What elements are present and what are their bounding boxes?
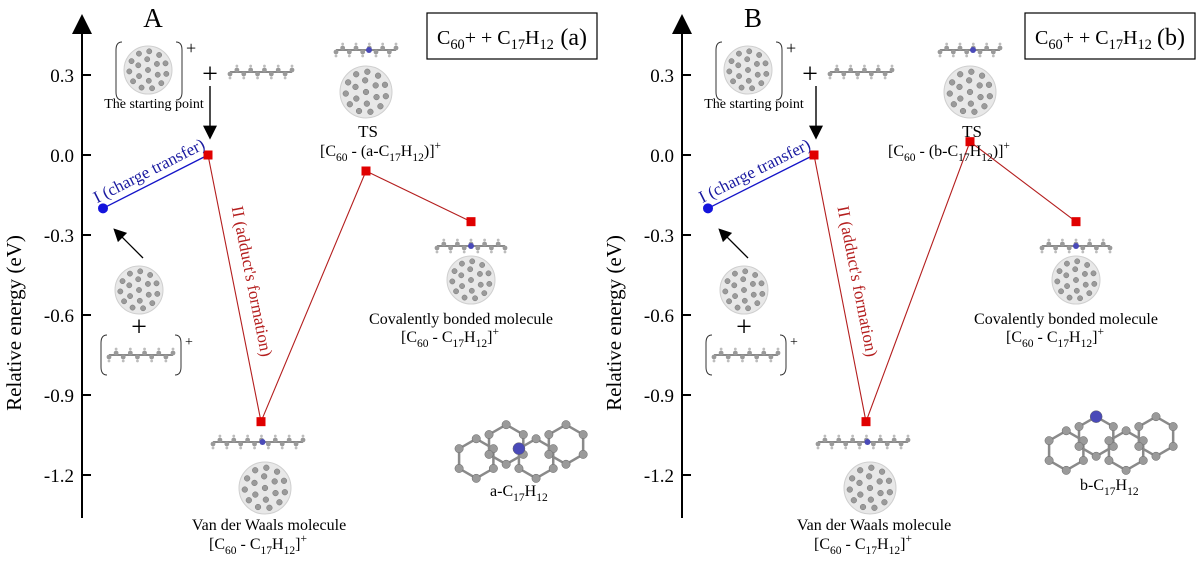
product-bracket [705, 334, 787, 376]
y-tick-label: -1.2 [44, 466, 74, 487]
vdw-label: Van der Waals molecule [797, 517, 951, 534]
ts-molecule-chain [333, 42, 399, 58]
reactant-bracket [115, 41, 183, 101]
chart-title: C60+ + C17H12 [437, 27, 554, 53]
y-axis-label: Relative energy (eV) [2, 235, 26, 411]
panel-b: 0.3 0.0 -0.3 -0.6 -0.9 -1.2 Relative energy (e… [602, 3, 1196, 557]
vdw-molecule-cage [843, 461, 897, 515]
c17h12-molecule [227, 64, 295, 80]
starting-point-label: The starting point [104, 97, 204, 112]
pathway-ii-line [207, 154, 472, 424]
title-box [1024, 12, 1196, 60]
covalent-molecule-chain [434, 238, 508, 254]
y-axis-label: Relative energy (eV) [602, 235, 626, 411]
y-tick-label: -0.6 [44, 306, 74, 327]
pathway-ii-label: II (adduct's formation) [228, 204, 276, 358]
pathway-ii-point [466, 217, 476, 227]
charge-sign: + [185, 335, 193, 350]
starting-point-label: The starting point [704, 97, 804, 112]
vdw-molecule-cage [238, 461, 292, 515]
y-tick-label: 0.3 [650, 66, 674, 87]
c60-neutral-molecule [114, 265, 164, 315]
ts-label: TS [962, 122, 982, 141]
plus-sign: + [202, 59, 218, 90]
charge-sign: + [786, 38, 796, 58]
c60-cation-molecule [123, 45, 173, 95]
covalent-molecule-cage [446, 255, 496, 305]
y-tick-label: 0.0 [50, 146, 74, 167]
y-tick-label: -0.9 [44, 386, 74, 407]
c17h12-cation-molecule [711, 347, 781, 363]
pathway-i-label: I (charge transfer) [90, 135, 208, 207]
c17h12-molecule [827, 64, 895, 80]
panel-letter: A [143, 3, 163, 33]
isomer-ring-structure [454, 420, 588, 483]
isomer-label: a-C17H12 [490, 483, 548, 504]
product-bracket [100, 334, 182, 376]
reactant-bracket [715, 41, 783, 101]
covalent-molecule-cage [1051, 255, 1101, 305]
isomer-ring-structure [1044, 410, 1178, 475]
pathway-i-line [102, 154, 209, 209]
pathway-ii-point [965, 137, 975, 147]
isomer-label: b-C17H12 [1080, 477, 1139, 498]
covalent-label: Covalently bonded molecule [974, 311, 1158, 328]
pathway-ii-point [203, 150, 213, 160]
pathway-ii-label: II (adduct's formation) [833, 204, 881, 358]
plus-sign: + [802, 59, 818, 90]
chart-title: C60+ + C17H12 [1035, 27, 1152, 53]
pathway-ii-point [861, 417, 871, 427]
ts-molecule-cage [943, 65, 997, 119]
vdw-formula: [C60 - C17H12]+ [209, 533, 307, 557]
title-box [426, 12, 598, 60]
panel-letter: B [744, 3, 762, 33]
ts-formula: [C60 - (b-C17H12)]+ [888, 140, 1010, 164]
charge-transfer-arrow [718, 228, 749, 259]
covalent-label: Covalently bonded molecule [369, 311, 553, 328]
covalent-molecule-chain [1039, 238, 1113, 254]
plus-sign: + [131, 312, 147, 343]
charge-transfer-arrow [113, 228, 144, 259]
y-tick-label: 0.3 [50, 66, 74, 87]
y-tick-label: -0.3 [644, 226, 674, 247]
vdw-label: Van der Waals molecule [192, 517, 346, 534]
pathway-i-point [98, 203, 108, 214]
vdw-molecule-chain [210, 434, 306, 450]
c60-cation-molecule [723, 45, 773, 95]
covalent-formula: [C60 - C17H12]+ [1006, 326, 1104, 350]
y-tick-label: -0.6 [644, 306, 674, 327]
pathway-ii-point [256, 417, 266, 427]
chart-title-variant: (a) [560, 25, 587, 51]
c17h12-cation-molecule [106, 347, 176, 363]
vdw-molecule-chain [815, 434, 911, 450]
ts-label: TS [358, 122, 378, 141]
pathway-i-line [707, 154, 815, 209]
ts-molecule-cage [339, 65, 393, 119]
ts-formula: [C60 - (a-C17H12)]+ [320, 140, 441, 164]
vdw-formula: [C60 - C17H12]+ [814, 533, 912, 557]
pathway-i-point [703, 203, 713, 214]
y-tick-label: 0.0 [650, 146, 674, 167]
charge-sign: + [790, 335, 798, 350]
y-tick-label: -1.2 [644, 466, 674, 487]
y-tick-label: -0.9 [644, 386, 674, 407]
c60-neutral-molecule [719, 265, 769, 315]
covalent-formula: [C60 - C17H12]+ [401, 326, 499, 350]
pathway-ii-point [361, 166, 371, 176]
y-tick-label: -0.3 [44, 226, 74, 247]
charge-sign: + [186, 38, 196, 58]
ts-molecule-chain [937, 42, 1003, 58]
pathway-ii-point [809, 150, 819, 160]
pathway-ii-line [813, 140, 1077, 424]
pathway-ii-point [1071, 217, 1081, 227]
panel-a: 0.3 0.0 -0.3 -0.6 -0.9 -1.2 Relative energy (e… [2, 3, 598, 557]
plus-sign: + [736, 312, 752, 343]
chart-title-variant: (b) [1157, 25, 1185, 51]
pathway-i-label: I (charge transfer) [696, 135, 814, 207]
